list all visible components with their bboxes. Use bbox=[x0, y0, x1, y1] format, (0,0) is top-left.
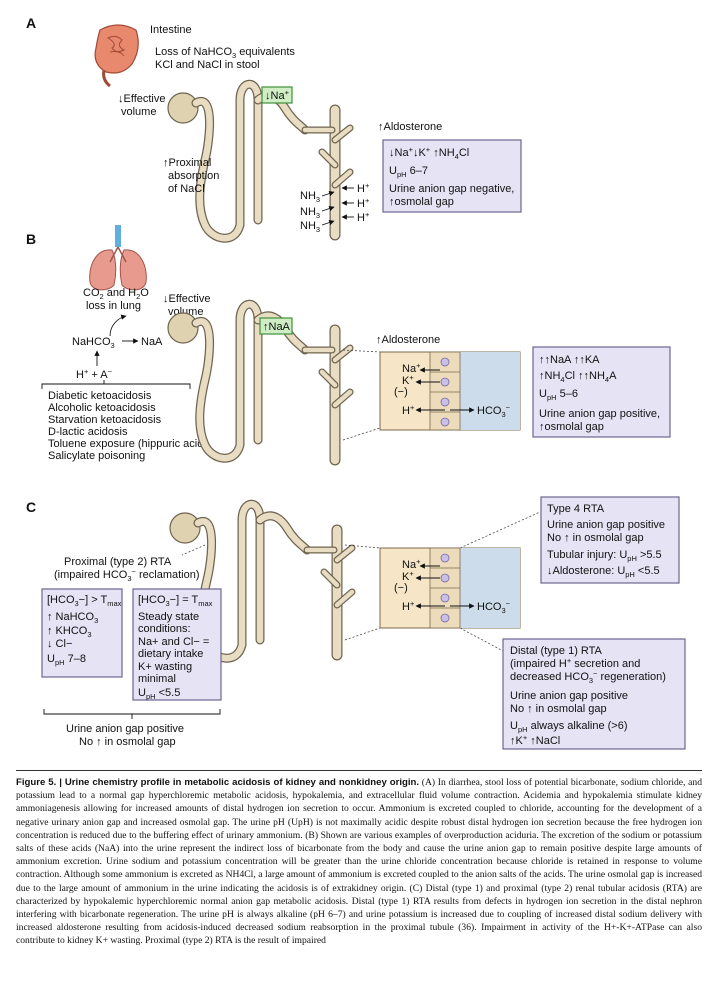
na-box-a-text: ↓Na+ bbox=[265, 88, 290, 102]
svg-text:Starvation ketoacidosis: Starvation ketoacidosis bbox=[48, 414, 162, 426]
panel-a-letter: A bbox=[26, 15, 36, 31]
svg-text:H+: H+ bbox=[357, 181, 370, 195]
type4-line1: Type 4 RTA bbox=[547, 503, 605, 515]
svg-text:Diabetic ketoacidosis: Diabetic ketoacidosis bbox=[48, 390, 152, 402]
type4-line4: Tubular injury: UpH >5.5 bbox=[547, 549, 662, 563]
distal-rta-box bbox=[502, 638, 686, 750]
lung-icon bbox=[89, 225, 147, 291]
mid-box-line6: K+ wasting bbox=[138, 661, 192, 673]
urine-box-a-line3: Urine anion gap negative, bbox=[389, 183, 514, 195]
svg-text:NH3: NH3 bbox=[300, 206, 320, 220]
left-box-line2: ↑ NaHCO3 bbox=[47, 611, 98, 625]
urine-box-a bbox=[382, 139, 522, 213]
stool-loss-line2: KCl and NaCl in stool bbox=[155, 59, 260, 71]
distal-line3: decreased HCO3− regeneration) bbox=[510, 669, 666, 685]
cell-zoom-b: Na+ K+ (−) H+ HCO3− bbox=[379, 351, 521, 431]
type4-line5: ↓Aldosterone: UpH <5.5 bbox=[547, 565, 660, 579]
cell-zoom-c: Na+ K+ (−) H+ HCO3− bbox=[379, 547, 521, 629]
urine-box-b-line2: ↑NH4Cl ↑↑NH4A bbox=[539, 370, 617, 384]
hco3-above-tmax-box bbox=[41, 588, 123, 678]
lung-label: CO2 and H2O bbox=[83, 287, 149, 301]
left-box-line4: ↓ Cl− bbox=[47, 638, 72, 650]
urine-box-b-line1: ↑↑NaA ↑↑KA bbox=[539, 354, 600, 366]
left-box-line1: [HCO3−] > Tmax bbox=[47, 594, 122, 608]
nephron-b bbox=[167, 299, 354, 466]
aldosterone-a: ↑Aldosterone bbox=[378, 121, 442, 133]
svg-text:HCO3−: HCO3− bbox=[477, 599, 511, 615]
effective-volume-b: ↓Effective bbox=[163, 293, 211, 305]
intestine-icon bbox=[94, 24, 139, 88]
svg-text:NH3: NH3 bbox=[300, 220, 320, 234]
distal-line1: Distal (type 1) RTA bbox=[510, 645, 603, 657]
left-box-line5: UpH 7–8 bbox=[47, 653, 86, 667]
intestine-label: Intestine bbox=[150, 24, 192, 36]
type4-rta-box bbox=[540, 496, 680, 584]
distal-line5: No ↑ in osmolal gap bbox=[510, 703, 607, 715]
panel-c-letter: C bbox=[26, 499, 36, 515]
urine-box-b-line3: UpH 5–6 bbox=[539, 388, 578, 402]
naa-box-b-text: ↑NaA bbox=[263, 321, 291, 333]
svg-text:of NaCl: of NaCl bbox=[168, 183, 205, 195]
effective-volume-a: ↓Effective bbox=[118, 93, 166, 105]
svg-text:Alcoholic ketoacidosis: Alcoholic ketoacidosis bbox=[48, 402, 156, 414]
stool-loss-line1: Loss of NaHCO3 equivalents bbox=[155, 46, 295, 60]
svg-text:NH3: NH3 bbox=[300, 190, 320, 204]
svg-text:loss in lung: loss in lung bbox=[86, 300, 141, 312]
urine-box-b bbox=[532, 346, 671, 438]
panel-b: B CO2 and H2O loss in lung ↓Effective vo… bbox=[26, 225, 671, 466]
bottom-line1: Urine anion gap positive bbox=[66, 723, 184, 735]
distal-line4: Urine anion gap positive bbox=[510, 690, 628, 702]
urine-box-a-line4: ↑osmolal gap bbox=[389, 196, 454, 208]
urine-box-b-line5: ↑osmolal gap bbox=[539, 421, 604, 433]
type4-line2: Urine anion gap positive bbox=[547, 519, 665, 531]
svg-text:H+: H+ bbox=[357, 196, 370, 210]
svg-text:absorption: absorption bbox=[168, 170, 219, 182]
reaction-b: NaHCO3 bbox=[72, 336, 115, 350]
svg-text:H+: H+ bbox=[357, 210, 370, 224]
svg-text:(−): (−) bbox=[394, 582, 408, 594]
hco3-equal-tmax-box bbox=[132, 588, 222, 701]
type4-line3: No ↑ in osmolal gap bbox=[547, 532, 644, 544]
panel-a: A Intestine Loss of NaHCO3 equivalents K… bbox=[26, 15, 522, 243]
caption-body: (A) In diarrhea, stool loss of potential… bbox=[16, 777, 702, 947]
left-box-line3: ↑ KHCO3 bbox=[47, 625, 92, 639]
distal-line7: ↑K+ ↑NaCl bbox=[510, 733, 560, 747]
diagram-canvas: A Intestine Loss of NaHCO3 equivalents K… bbox=[26, 15, 686, 750]
svg-text:HCO3−: HCO3− bbox=[477, 403, 511, 419]
svg-text:Toluene exposure (hippuric aci: Toluene exposure (hippuric acid) bbox=[48, 438, 207, 450]
mid-box-line3: conditions: bbox=[138, 623, 191, 635]
mid-box-line7: minimal bbox=[138, 673, 176, 685]
causes-list: Diabetic ketoacidosis Alcoholic ketoacid… bbox=[48, 390, 207, 462]
mid-box-line5: dietary intake bbox=[138, 648, 203, 660]
panel-c: C Proximal (type 2) RTA (impaired HCO3− … bbox=[26, 496, 686, 750]
svg-text:Salicylate poisoning: Salicylate poisoning bbox=[48, 450, 145, 462]
proximal-rta-label: Proximal (type 2) RTA bbox=[64, 556, 172, 568]
urine-box-a-line2: UpH 6–7 bbox=[389, 165, 428, 179]
lung-arrow bbox=[109, 314, 127, 337]
naa-box-b bbox=[259, 317, 293, 335]
svg-text:D-lactic acidosis: D-lactic acidosis bbox=[48, 426, 128, 438]
distal-line2: (impaired H+ secretion and bbox=[510, 656, 640, 670]
proximal-rta-sub: (impaired HCO3− reclamation) bbox=[54, 567, 200, 583]
na-box-a bbox=[261, 86, 293, 104]
aldosterone-b: ↑Aldosterone bbox=[376, 334, 440, 346]
caption-title: Figure 5. | Urine chemistry profile in m… bbox=[16, 777, 420, 788]
proximal-absorption-label: ↑Proximal bbox=[163, 157, 211, 169]
svg-text:NaA: NaA bbox=[141, 336, 163, 348]
bottom-line2: No ↑ in osmolal gap bbox=[79, 736, 176, 748]
mid-box-line4: Na+ and Cl− = bbox=[138, 636, 209, 648]
distal-line6: UpH always alkaline (>6) bbox=[510, 720, 628, 734]
svg-text:(−): (−) bbox=[394, 386, 408, 398]
panel-b-letter: B bbox=[26, 231, 36, 247]
mid-box-line2: Steady state bbox=[138, 611, 199, 623]
mid-box-line8: UpH <5.5 bbox=[138, 687, 180, 701]
figure-caption: Figure 5. | Urine chemistry profile in m… bbox=[16, 770, 702, 1000]
urine-box-b-line4: Urine anion gap positive, bbox=[539, 408, 660, 420]
mid-box-line1: [HCO3−] = Tmax bbox=[138, 594, 213, 608]
svg-text:volume: volume bbox=[121, 106, 156, 118]
nephron-c bbox=[169, 499, 356, 663]
acid-label-b: H+ + A− bbox=[76, 367, 113, 381]
